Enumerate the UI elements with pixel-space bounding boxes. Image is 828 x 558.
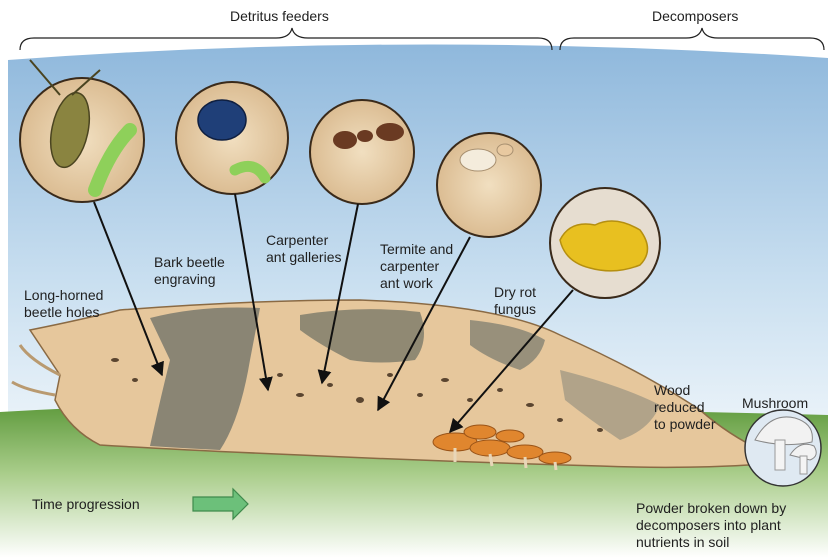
decomposers-heading: Decomposers: [652, 8, 738, 25]
mushroom-illustration: [745, 410, 821, 486]
time-progression-label: Time progression: [32, 496, 140, 513]
dry-rot-label: Dry rot fungus: [494, 284, 536, 318]
dry-rot-circle: [550, 188, 660, 298]
detritus-feeders-heading: Detritus feeders: [230, 8, 329, 25]
termite-circle: [437, 133, 541, 237]
bark-beetle-circle: [176, 82, 288, 194]
termite-label: Termite and carpenter ant work: [380, 241, 453, 292]
decomposers-brace: [560, 28, 824, 50]
mushroom-label: Mushroom: [742, 395, 808, 412]
wood-powder-label: Wood reduced to powder: [654, 382, 715, 433]
bark-beetle-label: Bark beetle engraving: [154, 254, 225, 288]
long-horned-beetle-label: Long-horned beetle holes: [24, 287, 103, 321]
powder-broken-label: Powder broken down by decomposers into p…: [636, 500, 786, 551]
carpenter-ant-label: Carpenter ant galleries: [266, 232, 342, 266]
carpenter-ant-circle: [310, 100, 414, 204]
